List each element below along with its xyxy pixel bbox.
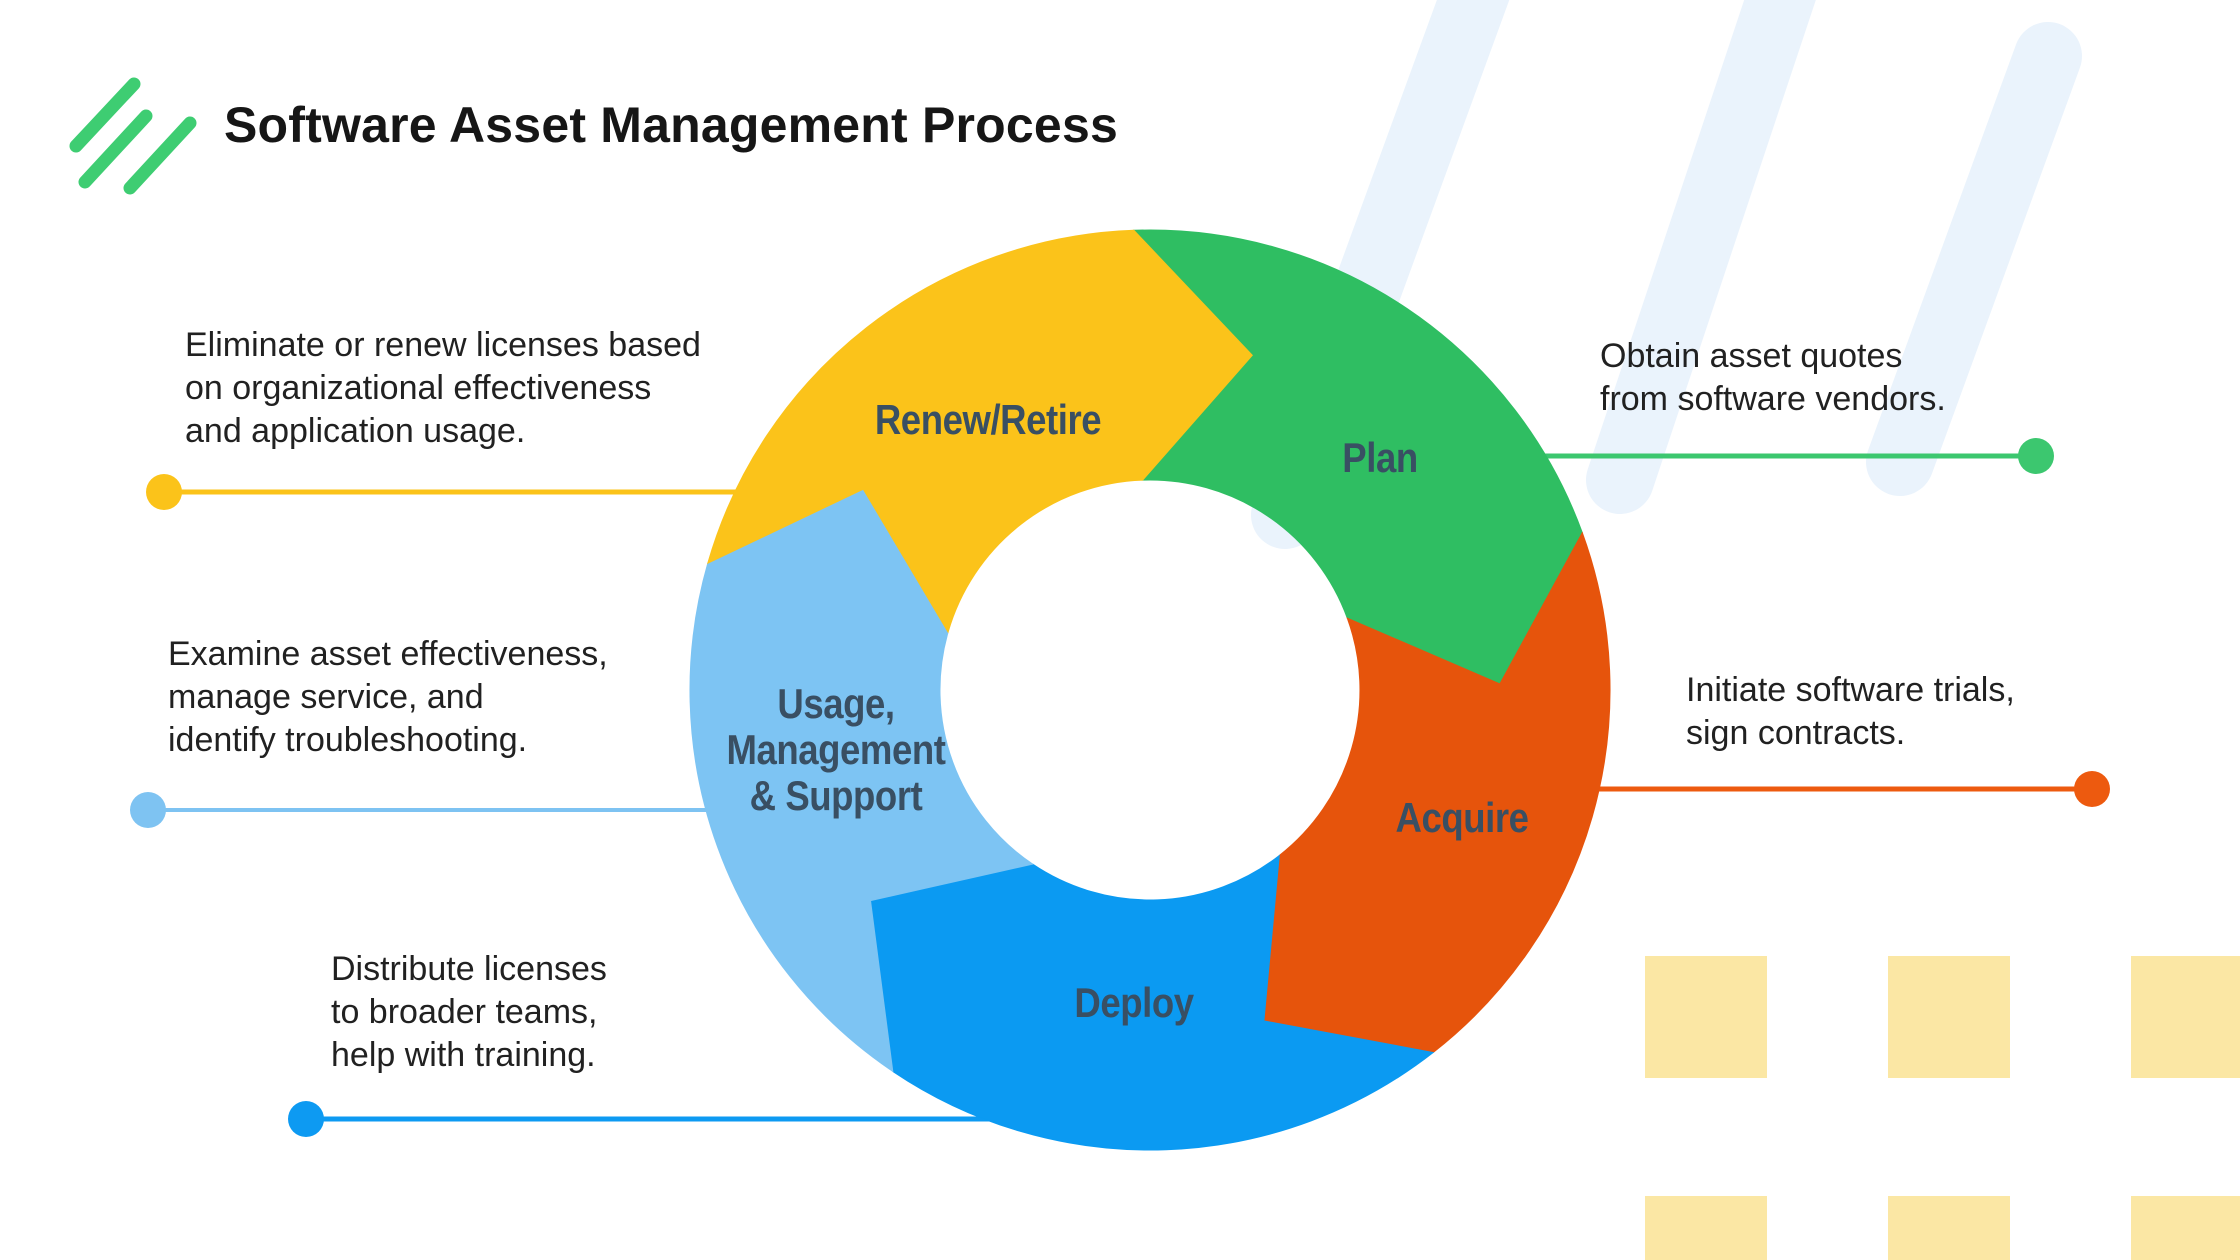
callout-text-line: Eliminate or renew licenses based xyxy=(185,326,701,364)
callout-dot-plan xyxy=(2018,438,2054,474)
callout-text-acquire: Initiate software trials, sign contracts… xyxy=(1686,669,2015,755)
callout-text-line: to broader teams, xyxy=(331,993,598,1031)
segment-label-line: Renew/Retire xyxy=(874,396,1102,443)
logo-slash-icon xyxy=(78,109,153,189)
logo-slashes-icon xyxy=(69,77,197,195)
background-square xyxy=(1888,956,2010,1078)
segment-acquire xyxy=(1263,531,1611,1054)
segment-label-line: Deploy xyxy=(1074,979,1194,1026)
cycle-donut-group xyxy=(689,229,1611,1151)
callout-dot-renew-retire xyxy=(146,474,182,510)
segment-label-line: & Support xyxy=(749,772,923,819)
callout-text-renew-retire: Eliminate or renew licenses based on org… xyxy=(185,324,701,453)
segment-label-deploy: Deploy xyxy=(1074,979,1194,1026)
segment-deploy xyxy=(869,854,1435,1151)
callout-connector-plan xyxy=(1530,438,2054,474)
callout-text-line: and application usage. xyxy=(185,412,526,450)
segment-label-acquire: Acquire xyxy=(1395,795,1528,841)
callout-connector-acquire xyxy=(1580,771,2110,807)
segment-label-plan: Plan xyxy=(1342,434,1418,481)
callout-text-line: Initiate software trials, xyxy=(1686,671,2015,709)
callout-connector-usage-management-support xyxy=(130,792,730,828)
callout-text-line: Examine asset effectiveness, xyxy=(168,635,608,673)
segment-label-usage-management-support: Usage,Management& Support xyxy=(727,681,946,819)
segment-label-line: Acquire xyxy=(1395,794,1529,841)
background-square xyxy=(1645,956,1767,1078)
callout-dot-deploy xyxy=(288,1101,324,1137)
background-square xyxy=(1645,1196,1767,1260)
background-square xyxy=(1888,1196,2010,1260)
background-stripe xyxy=(1866,22,2082,496)
callout-text-usage-management-support: Examine asset effectiveness, manage serv… xyxy=(168,633,608,762)
callout-connectors-group xyxy=(130,438,2110,1137)
callout-connector-deploy xyxy=(288,1101,1020,1137)
logo-slash-icon xyxy=(123,116,197,195)
callout-text-line: help with training. xyxy=(331,1036,596,1074)
segment-usage-management-support xyxy=(689,488,1034,1073)
callout-text-line: sign contracts. xyxy=(1686,714,1906,752)
callout-text-line: Distribute licenses xyxy=(331,950,607,988)
callout-dot-usage-management-support xyxy=(130,792,166,828)
background-stripe xyxy=(1586,0,1816,514)
logo-slash-icon xyxy=(69,77,141,153)
background-square xyxy=(2131,1196,2240,1260)
segment-label-renew-retire: Renew/Retire xyxy=(874,396,1102,443)
segment-renew-retire xyxy=(707,229,1253,634)
background-square xyxy=(2131,956,2240,1078)
callout-text-line: identify troubleshooting. xyxy=(168,721,528,759)
callout-text-deploy: Distribute licenses to broader teams, he… xyxy=(331,948,607,1077)
segment-plan xyxy=(1132,229,1583,685)
callout-text-line: from software vendors. xyxy=(1600,380,1946,418)
callout-connector-renew-retire xyxy=(146,474,760,510)
segment-label-line: Plan xyxy=(1342,434,1418,481)
segment-label-line: Management xyxy=(726,726,946,773)
callout-text-plan: Obtain asset quotes from software vendor… xyxy=(1600,335,1946,421)
callout-text-line: manage service, and xyxy=(168,678,484,716)
background-yellow-squares-group xyxy=(1645,956,2240,1260)
callout-dot-acquire xyxy=(2074,771,2110,807)
callout-text-line: on organizational effectiveness xyxy=(185,369,652,407)
callout-text-line: Obtain asset quotes xyxy=(1600,337,1903,375)
segment-label-line: Usage, xyxy=(777,680,895,727)
page-title: Software Asset Management Process xyxy=(224,97,1118,153)
